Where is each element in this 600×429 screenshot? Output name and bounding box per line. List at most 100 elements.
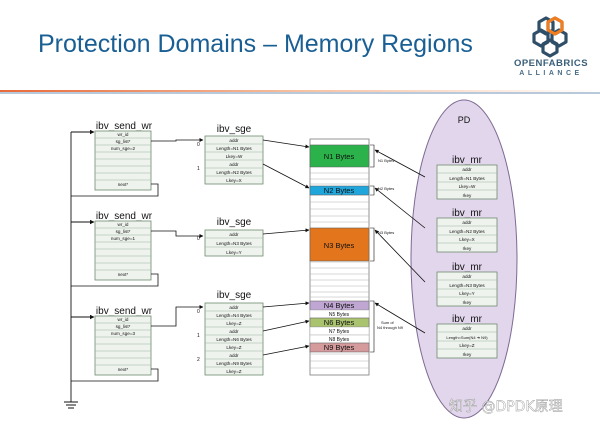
mr-2-lkey: Lkey=X [459, 237, 474, 242]
sge-3-index-0: 0 [197, 309, 200, 315]
mr-title-4: ibv_mr [452, 314, 483, 325]
mem-n6-label: N6 Bytes [324, 318, 355, 327]
next-pointer-2 [71, 273, 159, 287]
arrow-label-sum-2: N4 through N9 [377, 325, 404, 330]
sge-title-3: ibv_sge [217, 290, 252, 301]
sge-3-index-1: 1 [197, 333, 200, 339]
mem-n1-block [309, 144, 370, 168]
send-wr-2-wr-id: wr_id [118, 222, 129, 227]
send-wr-1-sg-list: sg_list* [116, 139, 131, 144]
mr-4-rkey: rkey [463, 352, 472, 357]
sge-addr-arrow-n3 [262, 228, 310, 235]
mem-n8-label: N8 Bytes [329, 337, 350, 343]
sge-addr-arrow-n6 [262, 319, 310, 332]
mem-n2-label: N2 Bytes [324, 186, 355, 195]
send-wr-2-next: next* [118, 272, 129, 277]
bracket-n2 [370, 185, 375, 196]
sge-3-row-4: Length=N6 Bytes [216, 337, 252, 342]
mem-n9-block [309, 342, 370, 353]
send-wr-2-num-sge: num_sge=1 [111, 236, 136, 241]
mr-2-addr: addr [462, 220, 472, 225]
openfabrics-logo-icon [532, 16, 568, 58]
mr-3-length: Length=N3 Bytes [449, 283, 485, 288]
bracket-n1 [370, 144, 375, 168]
sge-addr-arrow-n4 [262, 301, 310, 308]
sge-1-index-1: 1 [197, 166, 200, 172]
mem-n4-label: N4 Bytes [324, 301, 355, 310]
sge-addr-arrow-n1 [262, 139, 310, 149]
mr-2-length: Length=N2 Bytes [449, 229, 485, 234]
sge-3-index-2: 2 [197, 357, 200, 363]
slide-title: Protection Domains – Memory Regions [38, 30, 473, 58]
arrow-label-sum-1: Sum of [381, 320, 395, 325]
sge-addr-arrow-n9 [262, 344, 310, 356]
mr-arrow-sum [374, 302, 426, 334]
mr-title-2: ibv_mr [452, 208, 483, 219]
sge-1-row-3: addr [229, 162, 239, 167]
mr-title-3: ibv_mr [452, 262, 483, 273]
sge-title-2: ibv_sge [217, 217, 252, 228]
sge-3-row-7: Length=N9 Bytes [216, 361, 252, 366]
sge-title-1: ibv_sge [217, 124, 252, 135]
mem-n3-label: N3 Bytes [324, 241, 355, 250]
sge-2-row-0: addr [229, 232, 239, 237]
arrow-label-n3: N3 Bytes [378, 230, 394, 235]
mem-n5-label: N5 Bytes [329, 312, 350, 318]
send-wr-title-2: ibv_send_wr [96, 211, 153, 222]
mr-arrow-n2 [374, 187, 426, 229]
mr-title-1: ibv_mr [452, 155, 483, 166]
send-wr-1-wr-id: wr_id [118, 132, 129, 137]
protection-domain-diagram: PD ibv_send_wr wr_id sg_list* num_sge=2 … [64, 99, 563, 419]
sge-2-row-2: Lkey=Y [226, 250, 241, 255]
logo-text-alliance: ALLIANCE [519, 70, 583, 77]
mr-4-length: Length=Sum(N4 ➜ N9) [446, 335, 488, 340]
send-wr-3-next: next* [118, 367, 129, 372]
watermark-text: 知乎 @DPDK原理 [449, 398, 563, 415]
mr-2-rkey: rkey [463, 246, 472, 251]
arrow-label-n1: N1 Bytes [378, 158, 394, 163]
sge-1-row-5: Lkey=X [226, 178, 241, 183]
sge-3-row-3: addr [229, 329, 239, 334]
mr-1-lkey: Lkey=W [459, 184, 476, 189]
send-wr-title-3: ibv_send_wr [96, 306, 153, 317]
sg-list-arrow-1 [151, 138, 204, 142]
send-wr-3-num-sge: num_sge=3 [111, 331, 136, 336]
sge-1-row-4: Length=N2 Bytes [216, 170, 252, 175]
mr-3-rkey: rkey [463, 300, 472, 305]
send-wr-2-sg-list: sg_list* [116, 229, 131, 234]
sg-list-arrow-3 [151, 305, 204, 327]
sge-2-index-0: 0 [197, 236, 200, 242]
mem-n7-label: N7 Bytes [329, 329, 350, 335]
title-divider-band [0, 90, 600, 94]
sge-1-row-1: Length=N1 Bytes [216, 146, 252, 151]
sge-3-row-8: Lkey=Z [226, 369, 241, 374]
sge-3-row-5: Lkey=Z [226, 345, 241, 350]
send-wr-3-wr-id: wr_id [118, 317, 129, 322]
send-wr-3-sg-list: sg_list* [116, 324, 131, 329]
next-pointer-3 [71, 368, 159, 382]
send-wr-title-1: ibv_send_wr [96, 121, 153, 132]
sge-3-row-0: addr [229, 305, 239, 310]
send-wr-1-next: next* [118, 182, 129, 187]
bracket-n3 [370, 227, 375, 262]
sge-1-row-2: Lkey=W [226, 154, 243, 159]
send-wr-1-num-sge: num_sge=2 [111, 146, 136, 151]
bracket-sum [370, 300, 375, 353]
pd-label: PD [458, 115, 471, 125]
sg-list-arrow-2 [151, 230, 204, 238]
mr-1-addr: addr [462, 167, 472, 172]
mr-1-length: Length=N1 Bytes [449, 176, 485, 181]
mr-arrow-n1 [374, 149, 426, 178]
sge-2-row-1: Length=N3 Bytes [216, 241, 252, 246]
sge-1-index-0: 0 [197, 142, 200, 148]
mr-4-lkey: Lkey=Z [459, 343, 474, 348]
arrow-label-n2: N2 Bytes [378, 186, 394, 191]
mem-n1-label: N1 Bytes [324, 152, 355, 161]
pd-ellipse [410, 99, 518, 419]
logo-text-openfabrics: OPENFABRICS [513, 58, 589, 69]
sge-addr-arrow-n2 [262, 163, 310, 189]
mr-3-lkey: Lkey=Y [459, 291, 474, 296]
mem-n3-block [309, 227, 370, 262]
mr-arrow-n3 [374, 229, 426, 283]
mr-1-rkey: rkey [463, 193, 472, 198]
